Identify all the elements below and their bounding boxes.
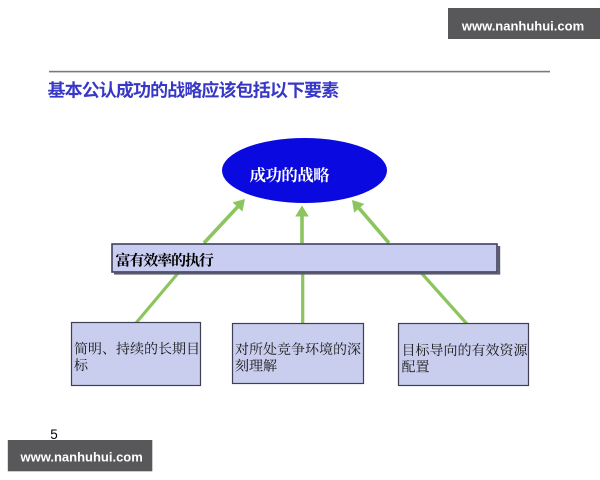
svg-text:www.nanhuhui.com: www.nanhuhui.com — [461, 18, 584, 33]
svg-text:www.nanhuhui.com: www.nanhuhui.com — [20, 449, 143, 464]
svg-text:5: 5 — [50, 427, 58, 442]
